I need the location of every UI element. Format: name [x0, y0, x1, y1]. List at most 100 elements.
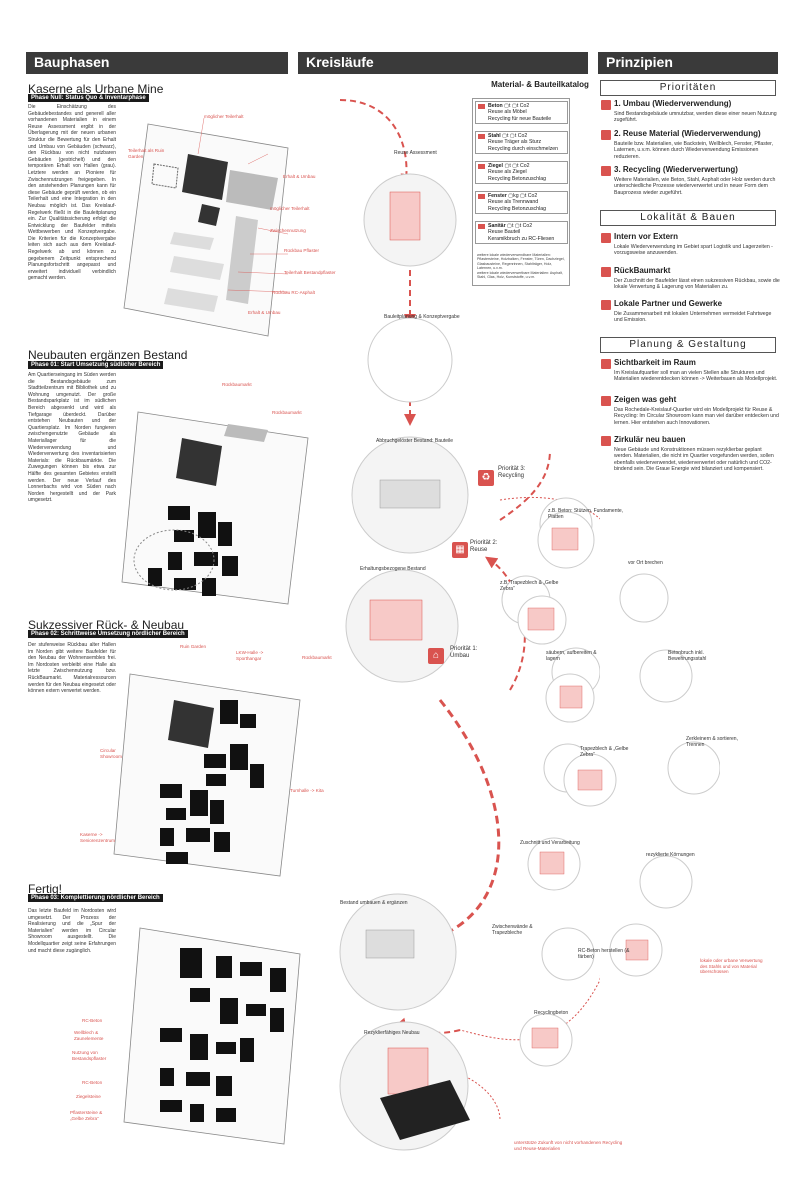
phase-2-text: Der stufenweise Rückbau alter Hallen im …	[28, 642, 116, 695]
prin-text-0-2: Weitere Materialien, wie Beton, Stahl, A…	[614, 177, 776, 196]
extern-icon	[601, 233, 611, 243]
circle-label-umbau: Bestand umbauen & ergänzen	[340, 900, 408, 906]
small-label-9: Zwischenwände & Trapezbleche	[492, 924, 533, 936]
plan-label-0-2: Erhalt & Umbau	[283, 174, 316, 179]
prin-head-2-2: Zirkulär neu bauen	[614, 435, 686, 444]
beton-icon	[478, 104, 485, 109]
recycle-icon	[601, 166, 611, 176]
prin-text-2-0: Im Kreislaufquartier soll man an vielen …	[614, 370, 778, 383]
plan-label-2-3: Circular Showroom	[100, 748, 122, 759]
prin-head-1-2: Lokale Partner und Gewerke	[614, 299, 723, 308]
eye-icon	[601, 359, 611, 369]
section-planung: Planung & Gestaltung	[600, 337, 776, 353]
ziegel-icon	[478, 164, 485, 169]
small-label-10: RC-Beton herstellen (& färben)	[578, 948, 630, 960]
prin-text-1-2: Die Zusammenarbeit mit lokalen Unternehm…	[614, 311, 772, 324]
fenster-icon	[478, 194, 485, 199]
small-label-7: rezyklierte Körnungen	[646, 852, 695, 858]
phase-3-text: Das letzte Baufeld im Nordosten wird umg…	[28, 908, 116, 954]
prin-text-2-2: Neue Gebäude und Konstruktionen müssen r…	[614, 447, 774, 473]
phase-3-title: Fertig!	[28, 882, 63, 896]
ring-circles	[517, 511, 720, 1067]
plan-label-0-8: Erhalt & Umbau	[248, 310, 281, 315]
red-note-stahl: lokale oder urbane Verwertung des Stahls…	[700, 958, 763, 975]
prin-head-0-0: 1. Umbau (Wiederverwendung)	[614, 99, 732, 108]
plan-label-0-4: Zwischennutzung	[270, 228, 306, 233]
plan-label-2-5: Kaserne -> Seniorenzentrum	[80, 832, 115, 843]
plan-label-0-6: Teilerhalt Bestandpflaster	[284, 270, 336, 275]
small-label-3: Betonbruch inkl. Bewehrungsstahl	[668, 650, 707, 662]
prin-head-0-2: 3. Recycling (Wiederverwertung)	[614, 165, 738, 174]
umbau-icon: ⌂	[428, 648, 444, 664]
material-note-1: weitere lokale wiederverwendbare Materia…	[477, 253, 565, 271]
plan-label-1-1: Rückbaumarkt	[272, 410, 302, 415]
plan-label-2-4: Turnhalle -> Kita	[290, 788, 324, 793]
section-lokalitaet: Lokalität & Bauen	[600, 210, 776, 226]
small-label-0: z.B. Beton: Stützen, Fundamente, Platten	[548, 508, 624, 520]
plan-label-3-4: Ziegelsteine	[76, 1094, 101, 1099]
prin-text-2-1: Das Rochedale-Kreislauf-Quartier wird ei…	[614, 407, 779, 426]
prin-head-2-0: Sichtbarkeit im Raum	[614, 358, 696, 367]
process-diagram	[339, 99, 600, 1151]
phase-0-sub: Phase Null: Status Quo & Inventarphase	[28, 94, 149, 102]
small-label-4: säubern, aufbereiten & lagern	[546, 650, 597, 662]
umbau-icon	[601, 100, 611, 110]
plan-label-3-2: Nutzung von Bestandspflaster	[72, 1050, 107, 1061]
prin-head-2-1: Zeigen was geht	[614, 395, 677, 404]
plan-label-1-0: Rückbaumarkt	[222, 382, 252, 387]
phase-1-title: Neubauten ergänzen Bestand	[28, 348, 188, 362]
site-plan-phase-3	[123, 927, 301, 1145]
small-label-6: Trapezblech & „Gelbe Zebra“	[580, 746, 629, 758]
rueckbaumarkt-icon	[601, 267, 611, 277]
site-plan-phase-1	[121, 411, 309, 605]
small-label-8: Zuschnitt und Verarbeitung	[520, 840, 580, 846]
small-label-2: z.B. Trapezblech & „Gelbe Zebra“	[500, 580, 559, 592]
prin-text-1-1: Der Zuschnitt der Baufelder lässt einen …	[614, 278, 780, 291]
phase-1-text: Am Quartierseingang im Süden werden die …	[28, 372, 116, 504]
stahl-icon	[478, 134, 485, 139]
plan-label-2-1: LKW-Halle -> Sporthangar	[236, 650, 264, 661]
circle-label-abbruch: Abbruchgelöster Bestand: Bauteile	[376, 438, 453, 444]
plan-label-3-5: Pflastersteine & „Gelbe Zebra“	[70, 1110, 103, 1121]
banner-prinzipien: Prinzipien	[598, 52, 778, 74]
small-label-11: Recyclingbeton	[534, 1010, 569, 1016]
phase-1-sub: Phase 01: Start Umsetzung südlicher Bere…	[28, 361, 164, 369]
showroom-icon	[601, 396, 611, 406]
plan-label-0-5: Rückbau Pflaster	[284, 248, 319, 253]
material-catalog-title: Material- & Bauteilkatalog	[491, 80, 589, 89]
phase-2-sub: Phase 02: Schrittweise Umsetzung nördlic…	[28, 630, 188, 638]
plan-label-0-7: Rückbau RC-Asphalt	[272, 290, 315, 295]
plan-label-2-0: Ruin Garden	[180, 644, 207, 649]
recycle-icon: ♻	[478, 470, 494, 486]
plan-label-3-3: RC-Beton	[82, 1080, 103, 1085]
prin-head-1-1: RückBaumarkt	[614, 266, 671, 275]
site-plan-phase-2	[113, 673, 301, 877]
plan-label-2-2: Rückbaumarkt	[302, 655, 332, 660]
plan-label-0-3: möglicher Teilerhalt	[270, 206, 310, 211]
priority-2-label: Priorität 2: Reuse	[470, 540, 498, 553]
reuse-icon: ▦	[452, 542, 468, 558]
circle-label-erhaltung: Erhaltungsbezogene Bestand	[360, 566, 426, 572]
phase-2-title: Sukzessiver Rück- & Neubau	[28, 618, 185, 632]
prin-head-1-0: Intern vor Extern	[614, 232, 679, 241]
banner-kreislaeufe: Kreisläufe	[298, 52, 588, 74]
prin-text-0-0: Sind Bestandsgebäude umnutzbar, werden d…	[614, 111, 777, 124]
small-label-1: vor Ort brechen	[628, 560, 663, 566]
circular-icon	[601, 436, 611, 446]
circle-label-reuse-assessment: Reuse Assessment	[394, 150, 437, 156]
plan-label-0-1: Teilerhalt als Ruin Garden	[128, 148, 165, 159]
phase-0-title: Kaserne als Urbane Mine	[28, 82, 164, 96]
banner-bauphasen: Bauphasen	[26, 52, 288, 74]
circle-label-bauleitplanung: Bauleitplanung & Konzeptvergabe	[384, 314, 460, 320]
plan-label-0-0: möglicher Teilerhalt	[204, 114, 244, 119]
priority-3-label: Priorität 3: Recycling	[498, 466, 526, 479]
circle-label-neubau: Rezyklierfähiges Neubau	[364, 1030, 420, 1036]
material-note-2: weitere lokale wiederverwertbare Materia…	[477, 271, 563, 280]
section-prioritaeten: Prioritäten	[600, 80, 776, 96]
sanitaer-icon	[478, 224, 485, 229]
plan-label-3-0: RC-Beton	[82, 1018, 103, 1023]
